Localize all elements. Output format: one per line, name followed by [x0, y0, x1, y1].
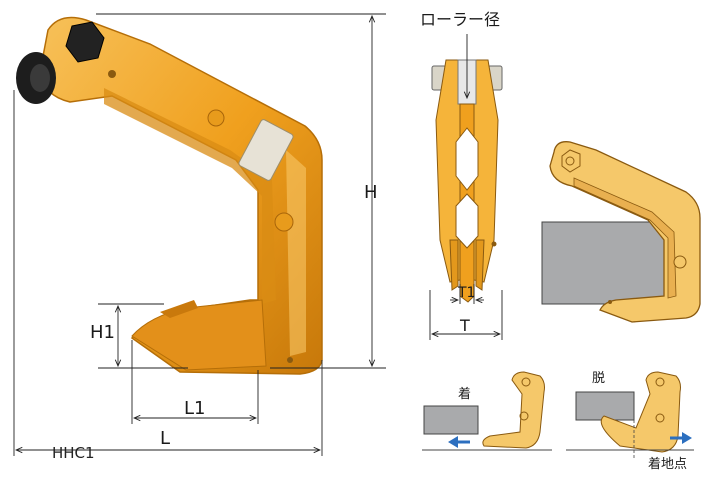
detach-diagram: [566, 371, 694, 460]
steel-plate: [541, 221, 679, 305]
hex-nut-icon: [561, 149, 581, 173]
clamp-photo: [16, 16, 323, 375]
height-label: H: [364, 182, 378, 203]
roller-diameter-label: ローラー径: [420, 10, 501, 29]
clamp-in-use-illustration: [541, 141, 701, 323]
hook-length-label: L1: [184, 398, 206, 419]
dimension-lines: [13, 13, 386, 456]
attach-diagram: [422, 371, 552, 451]
thickness-label: T: [460, 316, 470, 335]
contact-point-label: 着地点: [648, 457, 688, 472]
hex-nut-icon: [65, 21, 105, 63]
length-label: L: [160, 428, 171, 449]
detach-label: 脱: [592, 371, 606, 386]
front-dimension-lines: [429, 34, 503, 340]
clamp-body: [39, 16, 323, 375]
clamp-inner-channel: [104, 88, 276, 304]
hook-height-label: H1: [90, 322, 115, 343]
nameplate: [238, 119, 294, 181]
attach-label: 着: [458, 387, 472, 402]
clamp-front-view: [431, 59, 503, 303]
arrow-right-icon: [670, 432, 692, 444]
arrow-left-icon: [448, 436, 470, 448]
model-name: HHC1: [52, 444, 95, 462]
thickness-inner-label: T1: [458, 285, 476, 301]
clamp-lower-jaw: [131, 299, 267, 371]
